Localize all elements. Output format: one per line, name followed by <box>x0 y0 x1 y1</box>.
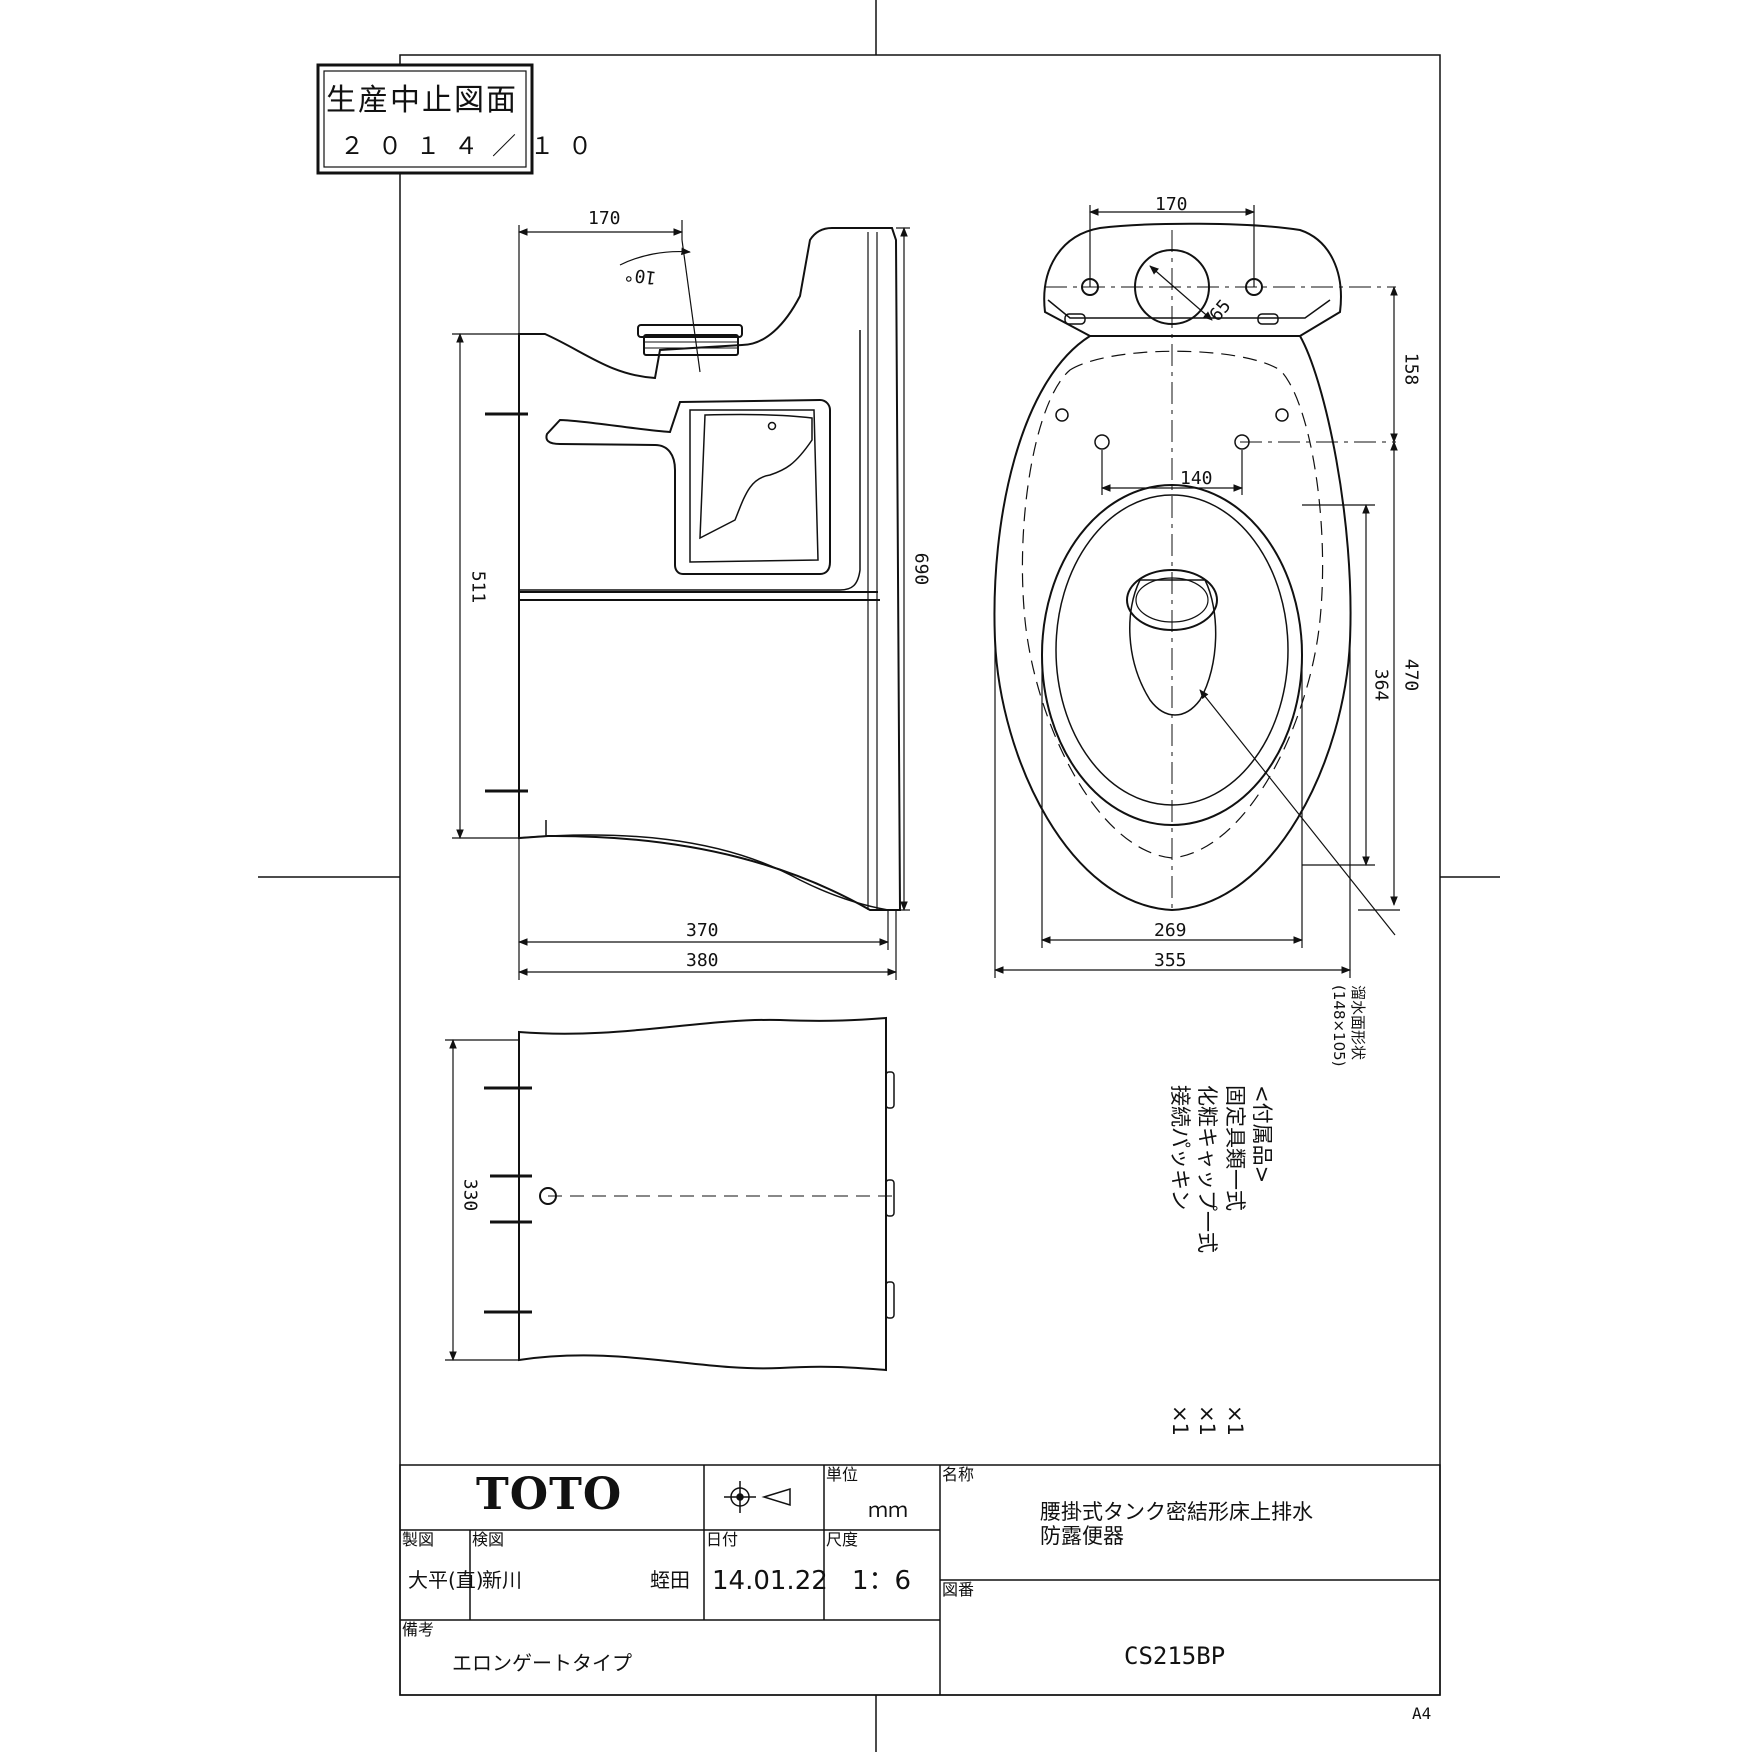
remarks-value: エロンゲートタイプ <box>452 1651 632 1675</box>
drawn-value: 大平(直) <box>408 1568 484 1592</box>
accessory-qty: ×1 <box>1195 1405 1220 1436</box>
dim-side-170: 170 <box>588 208 621 229</box>
dim-side-511: 511 <box>467 570 489 604</box>
dim-top-355: 355 <box>1154 950 1187 971</box>
accessories-note: <付属品> 固定具類一式 ×1 化粧キャップ一式 ×1 接続パッキン ×1 <box>1166 1085 1275 1436</box>
accessory-name: 接続パッキン <box>1168 1085 1193 1211</box>
discontinued-stamp <box>316 63 534 175</box>
drawing-frame <box>258 0 1500 1752</box>
dim-side-690: 690 <box>910 552 932 586</box>
bottom-view <box>445 1016 900 1372</box>
product-name-line1: 腰掛式タンク密結形床上排水 <box>1040 1500 1313 1524</box>
date-value: 14.01.22 <box>712 1566 828 1596</box>
scale-value: 1：6 <box>852 1566 912 1596</box>
dim-top-170: 170 <box>1155 194 1188 215</box>
product-name-line2: 防露便器 <box>1040 1524 1124 1548</box>
accessory-qty: ×1 <box>1168 1405 1193 1436</box>
accessories-header: <付属品> <box>1250 1085 1274 1184</box>
water-surface-label: 溜水面形状 <box>1349 985 1367 1061</box>
dim-bottom-330: 330 <box>459 1178 481 1212</box>
dim-side-370: 370 <box>686 920 719 941</box>
paper-size: A4 <box>1412 1704 1432 1723</box>
accessory-row: 固定具類一式 ×1 <box>1220 1085 1247 1436</box>
name-label: 名称 <box>942 1465 975 1484</box>
dim-top-470: 470 <box>1400 658 1422 692</box>
drawn-label: 製図 <box>402 1530 435 1549</box>
stamp-date: ２０１４／１０ <box>340 132 606 160</box>
accessory-row: 接続パッキン ×1 <box>1166 1085 1193 1436</box>
checked-label: 検図 <box>472 1530 505 1549</box>
dim-top-364: 364 <box>1370 668 1392 702</box>
toto-logo: TOTO <box>476 1469 623 1520</box>
dim-top-158: 158 <box>1400 352 1422 386</box>
drawing-no-label: 図番 <box>942 1580 975 1599</box>
checked-value1: 新川 <box>482 1568 522 1592</box>
water-surface-note: 溜水面形状 (148×105) <box>1330 985 1367 1067</box>
remarks-label: 備考 <box>402 1620 435 1639</box>
stamp-title: 生産中止図面 <box>326 83 518 118</box>
dim-side-angle: 10° <box>622 262 658 289</box>
side-view <box>452 220 910 980</box>
unit-value: ｍｍ <box>868 1498 908 1522</box>
checked-value2: 蛭田 <box>650 1568 690 1592</box>
dim-top-269: 269 <box>1154 920 1187 941</box>
top-view <box>993 205 1400 978</box>
date-label: 日付 <box>706 1530 739 1549</box>
scale-label: 尺度 <box>826 1530 859 1549</box>
dim-top-140: 140 <box>1180 468 1213 489</box>
drawing-no: CS215BP <box>1124 1642 1226 1670</box>
water-surface-size: (148×105) <box>1330 985 1348 1067</box>
accessory-name: 化粧キャップ一式 <box>1195 1085 1220 1253</box>
accessory-qty: ×1 <box>1222 1405 1247 1436</box>
accessory-name: 固定具類一式 <box>1222 1085 1247 1211</box>
title-block <box>399 1464 1441 1696</box>
dim-side-380: 380 <box>686 950 719 971</box>
accessory-row: 化粧キャップ一式 ×1 <box>1193 1085 1220 1436</box>
unit-label: 単位 <box>826 1465 859 1484</box>
